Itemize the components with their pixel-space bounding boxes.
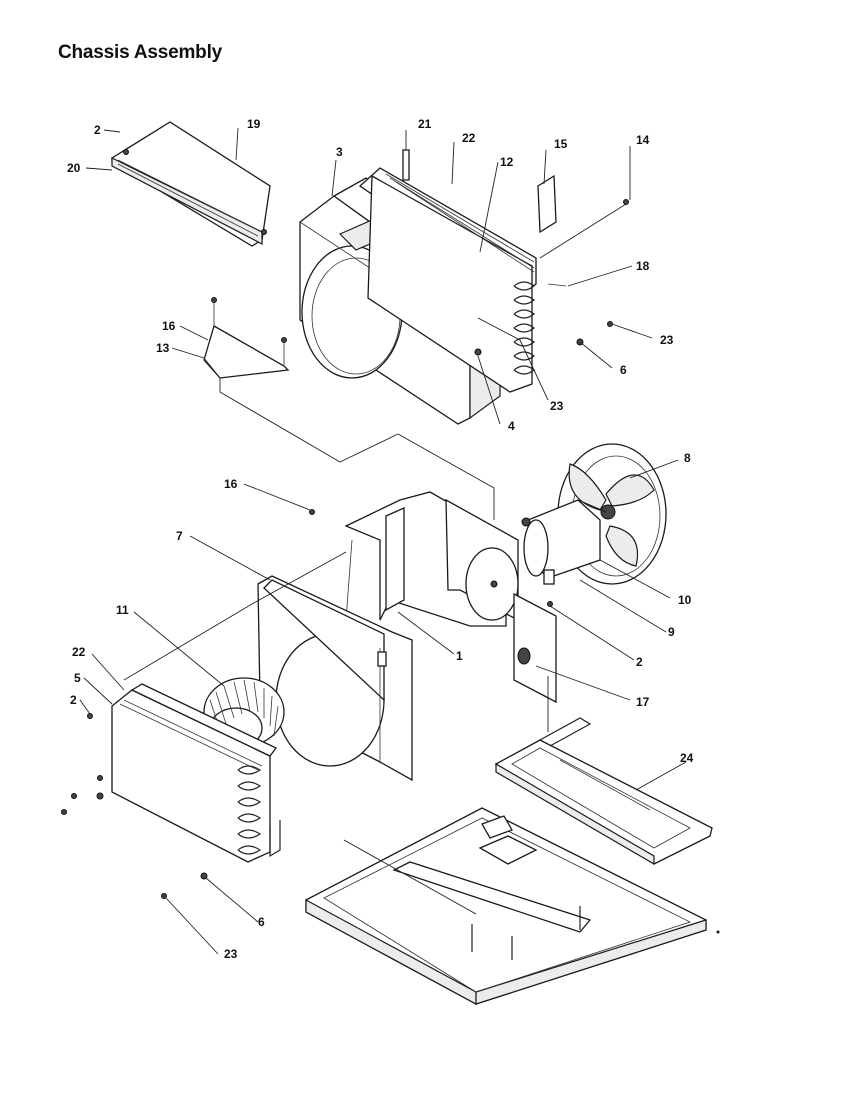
base-pan [305, 807, 707, 1006]
speck [716, 930, 720, 934]
callout-13: 13 [156, 341, 170, 355]
callout-22: 22 [72, 645, 86, 659]
callout-18: 18 [636, 259, 650, 273]
callout-6: 6 [620, 363, 627, 377]
callout-6: 6 [258, 915, 265, 929]
evaporator-coil [358, 149, 629, 393]
orifice-panel [257, 575, 413, 782]
callout-12: 12 [500, 155, 514, 169]
callout-23: 23 [224, 947, 238, 961]
callout-19: 19 [247, 117, 261, 131]
callout-2: 2 [70, 693, 77, 707]
condenser-fan-and-motor [521, 443, 667, 585]
condenser-hairpins [237, 765, 262, 855]
mounting-bracket [203, 297, 290, 379]
leader-lines [79, 127, 687, 955]
callout-14: 14 [636, 133, 650, 147]
callout-5: 5 [74, 671, 81, 685]
callout-16: 16 [224, 477, 238, 491]
callout-1: 1 [456, 649, 463, 663]
drain-tray [494, 717, 713, 866]
callout-3: 3 [336, 145, 343, 159]
callout-7: 7 [176, 529, 183, 543]
callout-22: 22 [462, 131, 476, 145]
callout-10: 10 [678, 593, 692, 607]
callout-17: 17 [636, 695, 650, 709]
callout-2: 2 [94, 123, 101, 137]
callout-2: 2 [636, 655, 643, 669]
top-cover-plate [111, 121, 271, 247]
callout-8: 8 [684, 451, 691, 465]
callout-21: 21 [418, 117, 432, 131]
callout-16: 16 [162, 319, 176, 333]
chassis-frame [309, 491, 557, 704]
callout-labels: 2 19 20 21 22 3 12 15 14 18 16 13 23 6 2… [67, 117, 694, 961]
page-title: Chassis Assembly [58, 42, 223, 63]
callout-9: 9 [668, 625, 675, 639]
callout-24: 24 [680, 751, 694, 765]
callout-23: 23 [660, 333, 674, 347]
callout-20: 20 [67, 161, 81, 175]
callout-11: 11 [116, 603, 129, 617]
callout-4: 4 [508, 419, 515, 433]
callout-15: 15 [554, 137, 568, 151]
condenser-coil [61, 683, 281, 899]
callout-23: 23 [550, 399, 564, 413]
